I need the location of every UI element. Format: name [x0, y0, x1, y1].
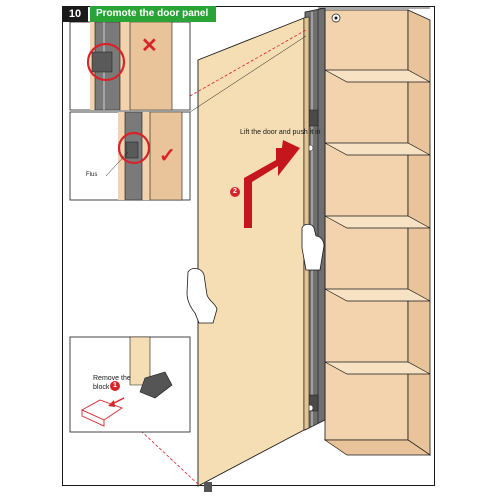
remove-instruction: Remove the block	[93, 375, 131, 391]
door-panel	[197, 16, 310, 492]
inset-right	[69, 111, 191, 201]
step-badge-1: 1	[110, 381, 120, 391]
cabinet	[318, 7, 432, 470]
check-icon: ✓	[159, 145, 176, 167]
bent-arrow-icon	[244, 140, 300, 228]
step-header: 10 Promote the door panel	[62, 6, 217, 22]
part-label: Flus	[86, 172, 98, 178]
step-badge-2: 2	[230, 187, 240, 197]
inset-wrong	[69, 21, 191, 111]
step-title: Promote the door panel	[90, 6, 217, 22]
hand-icon	[186, 223, 325, 324]
lift-instruction: Lift the door and push it in	[240, 129, 321, 136]
inset-remove-block	[69, 336, 191, 433]
callout-lines	[140, 29, 307, 487]
step-number: 10	[62, 6, 88, 22]
page-frame	[62, 6, 435, 486]
cross-icon: ✕	[141, 35, 158, 57]
